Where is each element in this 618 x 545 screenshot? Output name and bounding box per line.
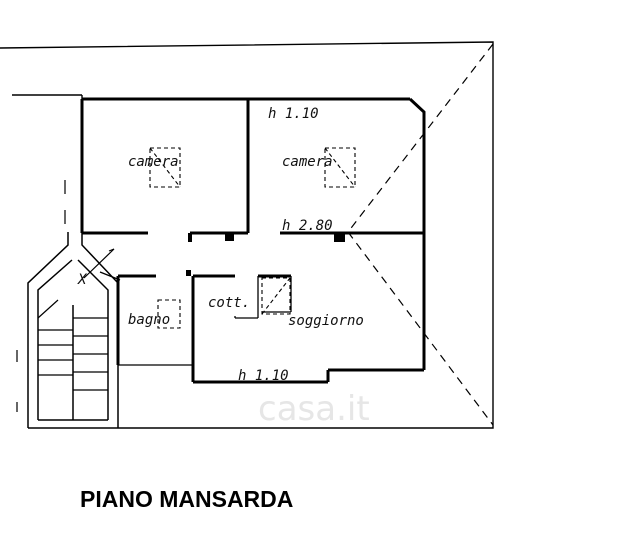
room-label-camera-1: camera bbox=[128, 154, 179, 170]
interior-walls bbox=[80, 97, 426, 384]
watermark: casa.it bbox=[258, 389, 370, 429]
stair-shaft bbox=[27, 232, 119, 428]
stair-arrow bbox=[83, 248, 115, 279]
skylight-bagno bbox=[157, 299, 181, 329]
room-label-cott: cott. bbox=[208, 295, 250, 311]
stair-mark: X bbox=[77, 272, 88, 288]
room-label-soggiorno: soggiorno bbox=[288, 313, 364, 329]
skylight-cott bbox=[261, 277, 291, 315]
plan-title: PIANO MANSARDA bbox=[80, 486, 293, 512]
room-label-bagno: bagno bbox=[128, 312, 170, 328]
stair-treads bbox=[37, 299, 108, 391]
roof-ridge-dashed bbox=[347, 43, 494, 426]
skylights bbox=[149, 147, 356, 329]
height-label-bottom: h 1.10 bbox=[238, 368, 289, 384]
skylight-camera-2 bbox=[324, 147, 356, 188]
height-label-top: h 1.10 bbox=[268, 106, 319, 122]
thin-walls bbox=[99, 271, 292, 366]
skylight-camera-1 bbox=[149, 147, 181, 188]
pillars bbox=[186, 232, 345, 276]
room-label-camera-2: camera bbox=[282, 154, 333, 170]
height-label-mid: h 2.80 bbox=[282, 218, 333, 234]
left-edge-marks bbox=[16, 180, 66, 412]
